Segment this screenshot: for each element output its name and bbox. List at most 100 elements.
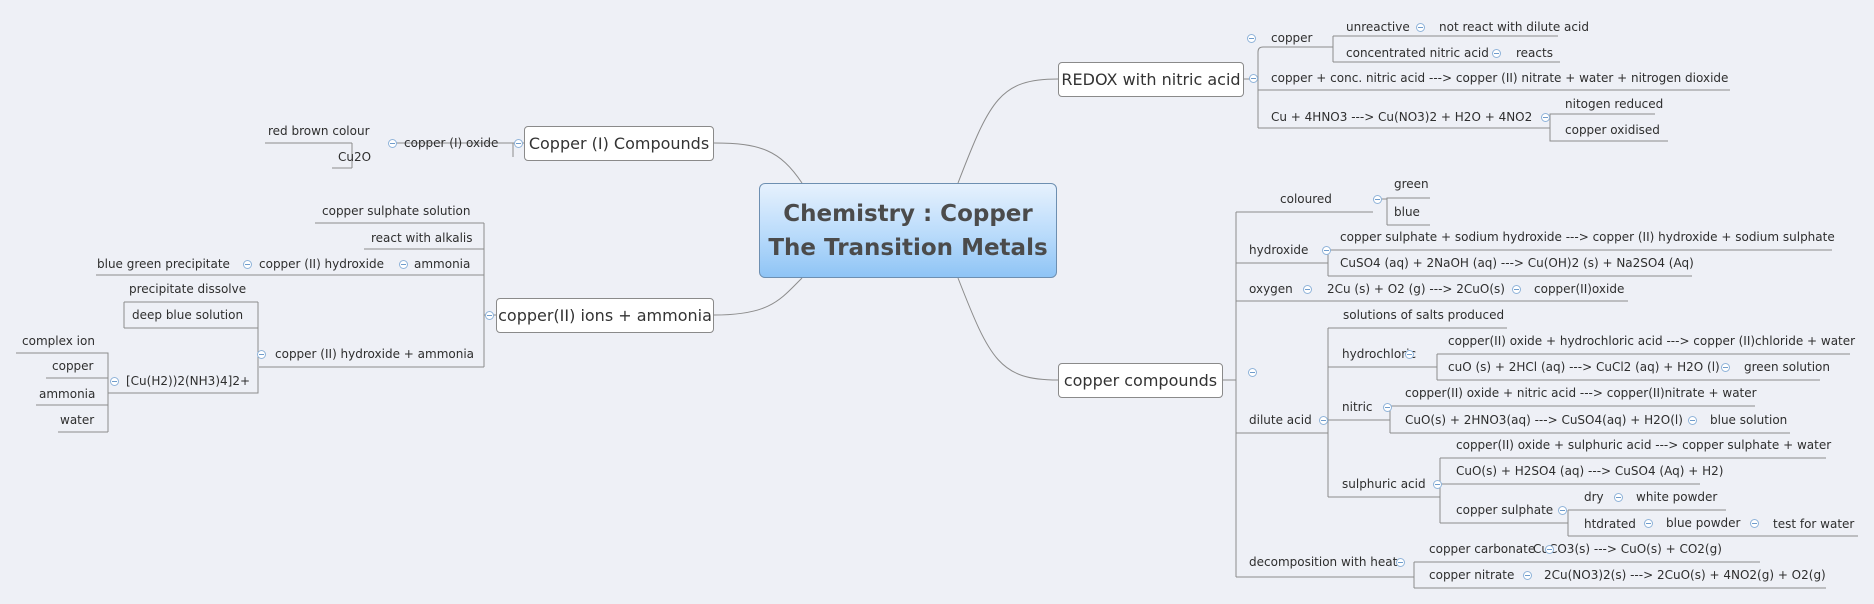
label-complex-ion[interactable]: complex ion <box>22 334 95 348</box>
label-blue[interactable]: blue <box>1394 205 1420 219</box>
label-not-react-dilute-acid[interactable]: not react with dilute acid <box>1439 20 1589 34</box>
central-topic-line-1: Chemistry : Copper <box>783 200 1033 227</box>
collapse-toggle-icon[interactable] <box>485 311 494 320</box>
collapse-toggle-icon[interactable] <box>1750 519 1759 528</box>
label-nitric-symbol-equation[interactable]: CuO(s) + 2HNO3(aq) ---> CuSO4(aq) + H2O(… <box>1405 413 1683 427</box>
label-dry[interactable]: dry <box>1584 490 1604 504</box>
label-hydroxide-word-equation[interactable]: copper sulphate + sodium hydroxide ---> … <box>1340 230 1835 244</box>
label-oxygen-equation[interactable]: 2Cu (s) + O2 (g) ---> 2CuO(s) <box>1327 282 1505 296</box>
label-copper-sulphate[interactable]: copper sulphate <box>1456 503 1554 517</box>
label-cu2o[interactable]: Cu2O <box>338 150 372 164</box>
collapse-toggle-icon[interactable] <box>1644 519 1653 528</box>
collapse-toggle-icon[interactable] <box>1319 416 1328 425</box>
branch-copper-2-ammonia[interactable]: copper(II) ions + ammonia <box>496 298 714 333</box>
label-redox-word-equation[interactable]: copper + conc. nitric acid ---> copper (… <box>1271 71 1729 85</box>
label-oxygen[interactable]: oxygen <box>1249 282 1293 296</box>
label-carbonate-equation[interactable]: CuCO3(s) ---> CuO(s) + CO2(g) <box>1533 542 1722 556</box>
label-redox-symbol-equation[interactable]: Cu + 4HNO3 ---> Cu(NO3)2 + H2O + 4NO2 <box>1271 110 1533 124</box>
collapse-toggle-icon[interactable] <box>1433 480 1442 489</box>
label-copper-carbonate[interactable]: copper carbonate <box>1429 542 1536 556</box>
collapse-toggle-icon[interactable] <box>1383 403 1392 412</box>
label-nitrate-equation[interactable]: 2Cu(NO3)2(s) ---> 2CuO(s) + 4NO2(g) + O2… <box>1544 568 1826 582</box>
connector-line <box>713 277 803 316</box>
connector-line <box>713 142 803 184</box>
collapse-toggle-icon[interactable] <box>1405 350 1414 359</box>
collapse-toggle-icon[interactable] <box>1523 571 1532 580</box>
central-topic[interactable]: Chemistry : Copper The Transition Metals <box>759 183 1057 278</box>
label-ammonia[interactable]: ammonia <box>414 257 471 271</box>
collapse-toggle-icon[interactable] <box>1322 246 1331 255</box>
collapse-toggle-icon[interactable] <box>1558 506 1567 515</box>
label-coloured[interactable]: coloured <box>1280 192 1332 206</box>
label-blue-solution[interactable]: blue solution <box>1710 413 1788 427</box>
label-hydrochloric-symbol-equation[interactable]: cuO (s) + 2HCl (aq) ---> CuCl2 (aq) + H2… <box>1448 360 1720 374</box>
label-green-solution[interactable]: green solution <box>1744 360 1830 374</box>
label-test-for-water[interactable]: test for water <box>1773 517 1855 531</box>
label-sulphuric-symbol-equation[interactable]: CuO(s) + H2SO4 (aq) ---> CuSO4 (Aq) + H2… <box>1456 464 1724 478</box>
collapse-toggle-icon[interactable] <box>243 260 252 269</box>
label-precipitate-dissolve[interactable]: precipitate dissolve <box>129 282 247 296</box>
collapse-toggle-icon[interactable] <box>1721 363 1730 372</box>
collapse-toggle-icon[interactable] <box>1373 195 1382 204</box>
connector-line <box>957 78 1059 184</box>
connector-line <box>1386 197 1430 199</box>
collapse-toggle-icon[interactable] <box>1541 113 1550 122</box>
label-copper[interactable]: copper <box>1271 31 1313 45</box>
collapse-toggle-icon[interactable] <box>1512 285 1521 294</box>
collapse-toggle-icon[interactable] <box>388 139 397 148</box>
label-copper-nitrate[interactable]: copper nitrate <box>1429 568 1515 582</box>
label-green[interactable]: green <box>1394 177 1429 191</box>
label-copper-1-oxide[interactable]: copper (I) oxide <box>404 136 499 150</box>
label-copper-oxidised[interactable]: copper oxidised <box>1565 123 1660 137</box>
label-white-powder[interactable]: white powder <box>1636 490 1718 504</box>
label-solutions-of-salts-produced[interactable]: solutions of salts produced <box>1343 308 1505 322</box>
collapse-toggle-icon[interactable] <box>1688 416 1697 425</box>
collapse-toggle-icon[interactable] <box>1249 74 1258 83</box>
label-hydrochloric[interactable]: hydrochloric <box>1342 347 1417 361</box>
collapse-toggle-icon[interactable] <box>1396 558 1405 567</box>
label-water[interactable]: water <box>60 413 95 427</box>
label-hydroxide[interactable]: hydroxide <box>1249 243 1309 257</box>
label-hydrated[interactable]: htdrated <box>1584 517 1636 531</box>
label-dilute-acid[interactable]: dilute acid <box>1249 413 1312 427</box>
label-react-with-alkalis[interactable]: react with alkalis <box>371 231 473 245</box>
label-sulphuric-word-equation[interactable]: copper(II) oxide + sulphuric acid ---> c… <box>1456 438 1832 452</box>
branch-copper-compounds[interactable]: copper compounds <box>1058 363 1223 398</box>
label-copper-sulphate-solution[interactable]: copper sulphate solution <box>322 204 471 218</box>
label-unreactive[interactable]: unreactive <box>1346 20 1410 34</box>
collapse-toggle-icon[interactable] <box>1416 23 1425 32</box>
label-copper-2-hydroxide-ammonia[interactable]: copper (II) hydroxide + ammonia <box>275 347 475 361</box>
collapse-toggle-icon[interactable] <box>257 350 266 359</box>
label-blue-powder[interactable]: blue powder <box>1666 516 1741 530</box>
collapse-toggle-icon[interactable] <box>1247 34 1256 43</box>
collapse-toggle-icon[interactable] <box>1248 368 1257 377</box>
connector-line <box>1257 46 1333 53</box>
label-reacts[interactable]: reacts <box>1516 46 1553 60</box>
label-nitric-word-equation[interactable]: copper(II) oxide + nitric acid ---> copp… <box>1405 386 1757 400</box>
label-ammonia-ligand[interactable]: ammonia <box>39 387 96 401</box>
label-decomposition-with-heat[interactable]: decomposition with heat <box>1249 555 1398 569</box>
collapse-toggle-icon[interactable] <box>1545 545 1554 554</box>
collapse-toggle-icon[interactable] <box>110 377 119 386</box>
label-hydroxide-symbol-equation[interactable]: CuSO4 (aq) + 2NaOH (aq) ---> Cu(OH)2 (s)… <box>1340 256 1694 270</box>
collapse-toggle-icon[interactable] <box>514 139 523 148</box>
collapse-toggle-icon[interactable] <box>399 260 408 269</box>
label-red-brown-colour[interactable]: red brown colour <box>268 124 370 138</box>
label-sulphuric-acid[interactable]: sulphuric acid <box>1342 477 1426 491</box>
label-nitrogen-reduced[interactable]: nitogen reduced <box>1565 97 1664 111</box>
collapse-toggle-icon[interactable] <box>1492 49 1501 58</box>
label-deep-blue-solution[interactable]: deep blue solution <box>132 308 244 322</box>
branch-copper-1-compounds[interactable]: Copper (I) Compounds <box>524 126 714 161</box>
label-nitric[interactable]: nitric <box>1342 400 1373 414</box>
label-complex-formula[interactable]: [Cu(H2))2(NH3)4]2+ <box>126 374 251 388</box>
label-blue-green-precipitate[interactable]: blue green precipitate <box>97 257 230 271</box>
label-concentrated-nitric-acid[interactable]: concentrated nitric acid <box>1346 46 1489 60</box>
label-copper-2-hydroxide[interactable]: copper (II) hydroxide <box>259 257 384 271</box>
collapse-toggle-icon[interactable] <box>1303 285 1312 294</box>
label-hydrochloric-word-equation[interactable]: copper(II) oxide + hydrochloric acid ---… <box>1448 334 1856 348</box>
collapse-toggle-icon[interactable] <box>1614 493 1623 502</box>
label-copper-ligand[interactable]: copper <box>52 359 94 373</box>
label-copper-2-oxide[interactable]: copper(II)oxide <box>1534 282 1625 296</box>
branch-redox[interactable]: REDOX with nitric acid <box>1058 62 1244 97</box>
